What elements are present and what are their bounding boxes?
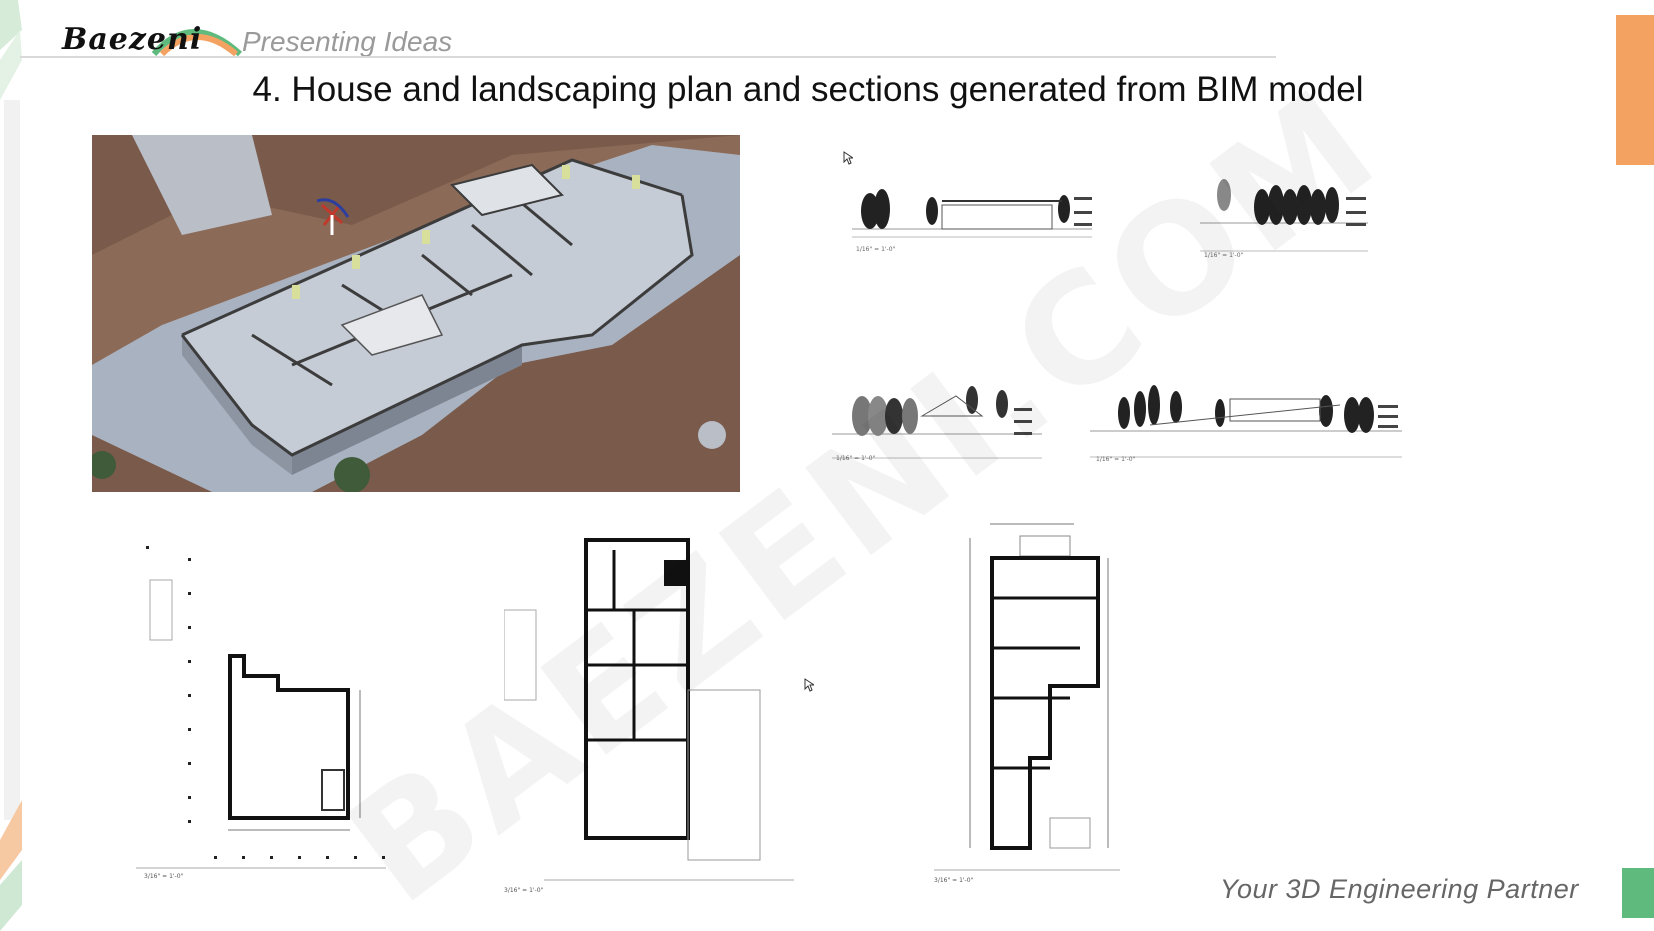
header-tagline: Presenting Ideas bbox=[242, 26, 453, 57]
floor-plan-level-2: 3/16" = 1'-0" bbox=[504, 538, 794, 894]
svg-text:1/16" = 1'-0": 1/16" = 1'-0" bbox=[1204, 252, 1244, 259]
elevation-drawing-4: 1/16" = 1'-0" bbox=[1090, 385, 1402, 463]
logo-swoosh-icon bbox=[152, 29, 243, 57]
svg-text:1/16" = 1'-0": 1/16" = 1'-0" bbox=[856, 246, 896, 253]
logo: Baezeni bbox=[62, 14, 243, 58]
bim-model-image bbox=[92, 135, 740, 492]
elevation-drawing-1: 1/16" = 1'-0" bbox=[852, 189, 1092, 253]
svg-text:1/16" = 1'-0": 1/16" = 1'-0" bbox=[1096, 456, 1136, 463]
accent-green-bar bbox=[1622, 868, 1654, 918]
slide-title: 4. House and landscaping plan and sectio… bbox=[252, 70, 1364, 109]
footer-tagline: Your 3D Engineering Partner bbox=[1220, 874, 1579, 904]
floor-plan-level-1: 3/16" = 1'-0" bbox=[136, 546, 386, 880]
svg-text:1/16" = 1'-0": 1/16" = 1'-0" bbox=[836, 455, 876, 462]
svg-text:3/16" = 1'-0": 3/16" = 1'-0" bbox=[934, 877, 974, 884]
elevation-drawing-2: 1/16" = 1'-0" bbox=[1200, 179, 1368, 259]
logo-text: Baezeni bbox=[62, 22, 203, 57]
left-decorative-stripes bbox=[0, 0, 22, 931]
svg-text:3/16" = 1'-0": 3/16" = 1'-0" bbox=[144, 873, 184, 880]
elevation-drawing-3: 1/16" = 1'-0" bbox=[832, 386, 1042, 462]
header-divider bbox=[20, 56, 1276, 58]
floor-plan-level-3: 3/16" = 1'-0" bbox=[934, 523, 1120, 884]
mouse-pointer-icon bbox=[804, 678, 814, 692]
mouse-pointer-icon bbox=[843, 151, 853, 165]
accent-orange-bar bbox=[1616, 15, 1654, 165]
svg-text:3/16" = 1'-0": 3/16" = 1'-0" bbox=[504, 887, 544, 894]
